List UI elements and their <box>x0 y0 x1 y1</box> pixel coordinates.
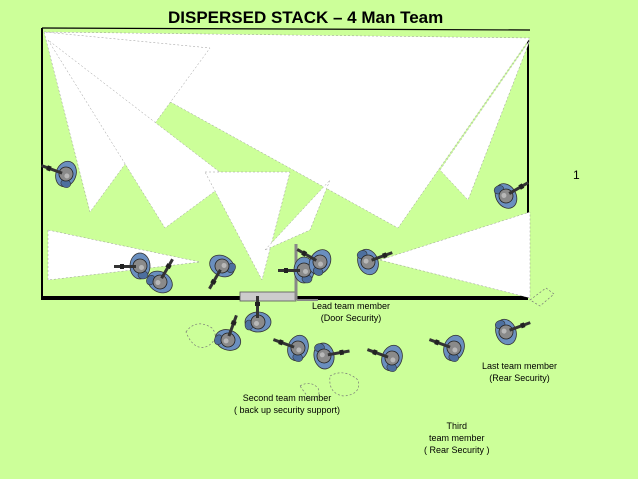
sector-5 <box>439 39 531 201</box>
soldier-icon <box>424 326 469 365</box>
soldier-icon <box>197 250 239 296</box>
soldier-icon <box>36 152 81 191</box>
soldier-icon <box>268 326 313 365</box>
sector-4 <box>204 171 291 281</box>
last-member-label: Last team member (Rear Security) <box>482 361 558 383</box>
slide-title: DISPERSED STACK – 4 Man Team <box>168 8 444 27</box>
soldier-icon <box>311 338 353 372</box>
third-member-label: Third team member ( Rear Security ) <box>424 421 490 455</box>
footprint-outlines <box>185 287 555 401</box>
soldier-icon <box>491 310 536 349</box>
sectors-of-fire <box>43 31 531 299</box>
sector-7 <box>379 211 531 299</box>
soldier-icon <box>211 310 250 355</box>
sector-3 <box>47 39 231 229</box>
page-number: 1 <box>573 168 580 182</box>
second-member-label: Second team member ( back up security su… <box>234 393 341 415</box>
sector-6 <box>47 229 201 281</box>
soldier-icon <box>362 336 407 375</box>
lead-member-label: Lead team member (Door Security) <box>312 301 391 323</box>
sector-8 <box>264 179 331 251</box>
